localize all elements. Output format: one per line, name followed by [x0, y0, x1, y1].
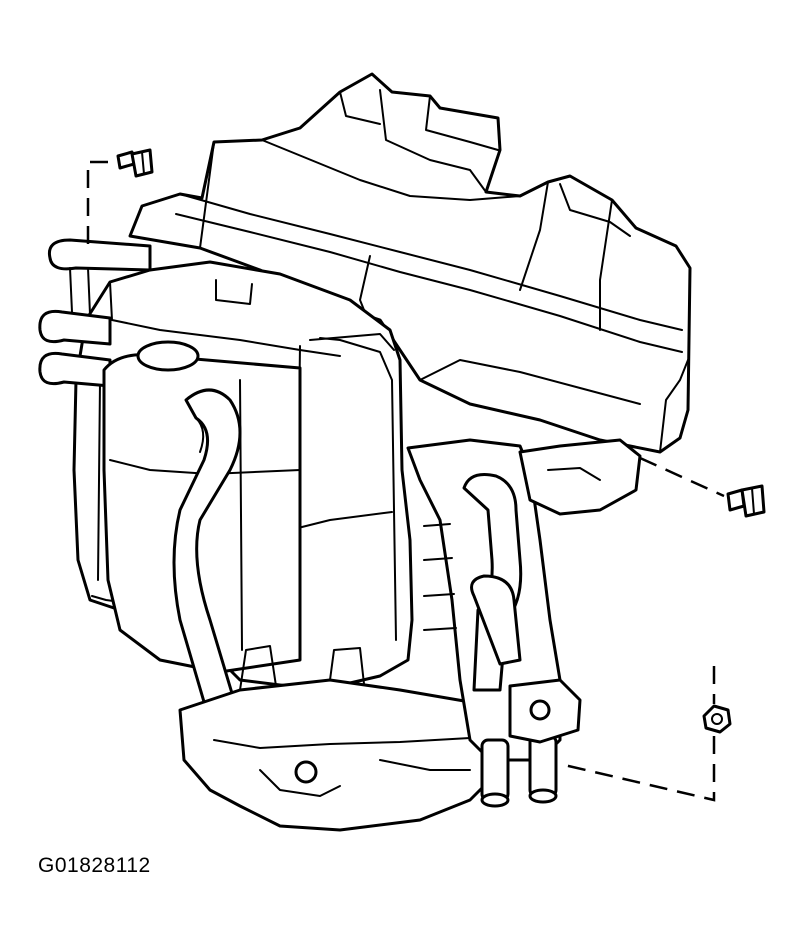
leader-line-nut-lower [559, 736, 716, 802]
fastener-screw-upper-left [116, 148, 154, 178]
leader-line-upper-left [86, 160, 108, 250]
fastener-screw-right [726, 484, 766, 518]
lower-base [178, 645, 502, 832]
figure-id-label: G01828112 [38, 854, 151, 877]
right-pipe-assembly [406, 438, 642, 808]
upper-housing [128, 72, 692, 454]
fastener-nut [702, 704, 732, 734]
leader-line-right [639, 456, 725, 498]
left-tubes [38, 238, 152, 388]
